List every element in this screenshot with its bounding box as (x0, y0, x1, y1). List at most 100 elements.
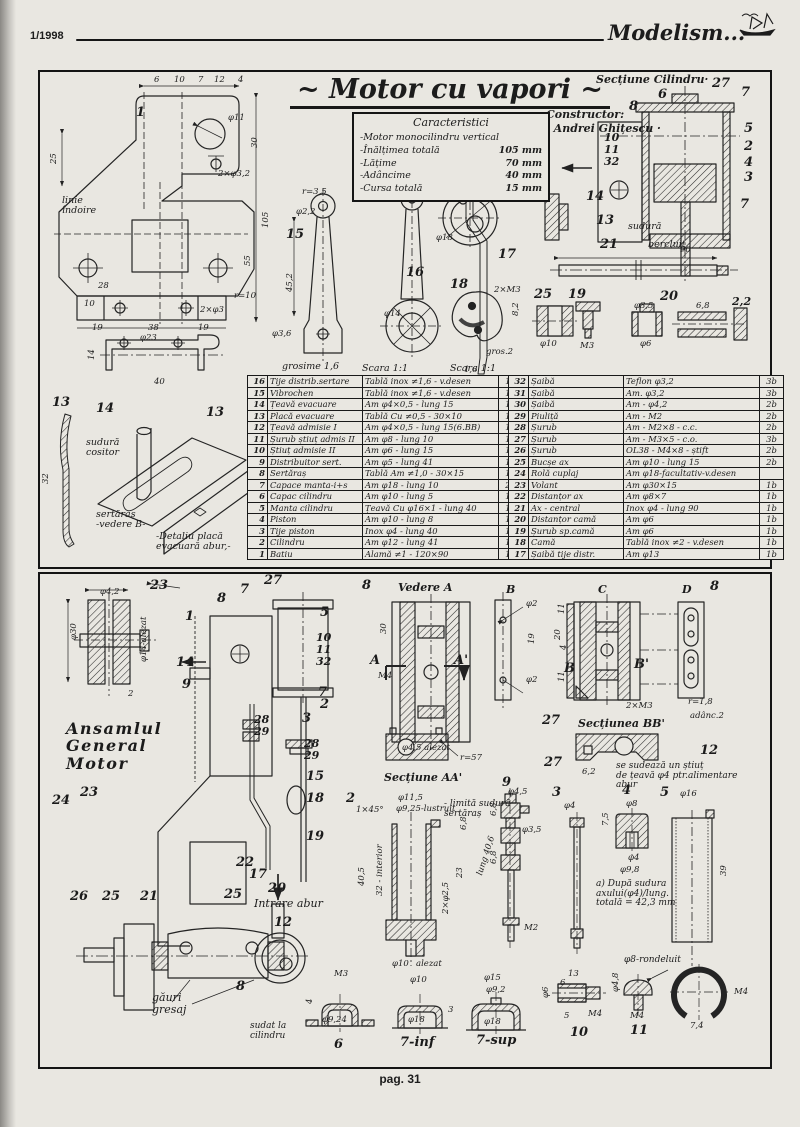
drawing-label: 40 (154, 377, 165, 387)
drawing-label: 90 (680, 245, 691, 255)
part7-sup-cap-drawing (466, 992, 526, 1034)
drawing-label: 14 (176, 655, 195, 670)
section-bb-drawing (575, 733, 659, 761)
drawing-label: 15 (286, 227, 305, 242)
drawing-label: 5 (564, 1011, 570, 1021)
drawing-label: r=10 (234, 291, 257, 301)
bottom-drawings-svg (65, 581, 728, 1034)
drawing-label: Scara 1:1 (450, 363, 497, 374)
drawing-label: Secțiunea BB' (578, 717, 665, 730)
drawing-label: 18 (306, 791, 325, 806)
drawing-label: 32 - interior (375, 844, 385, 896)
drawing-label: 45,2 (285, 273, 295, 292)
drawing-label: adânc.2 (690, 711, 724, 721)
drawing-label: 3 (448, 1005, 454, 1015)
drawing-label: 17 (498, 247, 517, 262)
drawing-label: φ11 (228, 113, 245, 123)
drawing-label: 24 (52, 793, 71, 808)
drawing-label: M4 (378, 671, 393, 681)
general-assembly-drawing (157, 592, 334, 984)
part21-axle-drawing (550, 255, 738, 280)
drawing-label: φ23 (140, 333, 157, 343)
part17-washer-drawing (438, 186, 569, 250)
drawing-label: M4 (588, 1009, 603, 1019)
drawing-label: φ16 (680, 789, 697, 799)
ship-doodle-icon (739, 12, 776, 36)
drawing-label: φ3,6 (272, 329, 292, 339)
drawing-label: 9 (182, 677, 192, 692)
drawing-label: 27 (542, 713, 561, 728)
part5-jacket-drawing (671, 809, 715, 966)
drawing-label: 27 (544, 755, 563, 770)
drawing-label: sudat la cilindru (250, 1021, 287, 1041)
drawing-label: 5 (744, 121, 754, 136)
drawing-label: 2×M3 (494, 285, 521, 295)
drawing-label: 6 (334, 1037, 344, 1052)
drawing-label: 14 (586, 189, 605, 204)
drawing-label: a) După sudura axului(φ4)/lung. totală =… (596, 879, 676, 909)
drawing-label: 7 (240, 582, 250, 597)
drawing-label: 2 (346, 791, 356, 806)
drawing-label: 2,2 (732, 295, 752, 308)
drawing-label: 19 (306, 829, 325, 844)
drawing-label: 2×φ3 (200, 305, 224, 315)
drawing-label: 3 (302, 711, 312, 726)
drawing-label: φ14 (384, 309, 401, 319)
drawing-label: 10 11 32 (316, 631, 332, 668)
drawing-label: 28 29 (304, 737, 320, 762)
small-parts-drawings (532, 301, 748, 341)
drawing-label: se sudează un știuț de țeavă φ4 ptr.alim… (616, 761, 738, 791)
drawing-label: 23 (150, 578, 169, 593)
section-b-bar-drawing (494, 592, 524, 708)
drawing-label: φ10 (392, 959, 409, 969)
drawing-label: 6 (560, 978, 566, 988)
cylinder-section-drawing (561, 86, 740, 282)
drawing-label: A' (454, 653, 469, 668)
part9-distributor-drawing (500, 788, 530, 948)
drawing-label: 2×M3 (626, 701, 653, 711)
drawing-label: 7-inf (400, 1035, 435, 1050)
drawing-label: alezat (416, 959, 442, 969)
drawing-label: φ4,8 (611, 972, 621, 992)
drawing-label: 11 (557, 603, 567, 614)
drawing-label: 1 (136, 105, 146, 120)
c-ring-drawing (670, 964, 728, 1020)
drawing-label: 13 (206, 405, 225, 420)
drawing-label: Secțiune Cilindru· (596, 73, 709, 86)
page-title: ~ Motor cu vapori ~ (290, 74, 610, 109)
part15-lever-drawing (291, 188, 343, 364)
part3-piston-rod-drawing (569, 812, 585, 954)
drawing-label: 30 (250, 137, 260, 148)
drawing-label: φ30 (69, 623, 79, 640)
drawing-label: r=3,5 (302, 187, 327, 197)
drawing-label: φ4 (628, 853, 640, 863)
drawing-label: φ10 (410, 975, 427, 985)
drawing-label: φ14-alezat (139, 616, 149, 662)
drawing-label: 40,5 (357, 867, 367, 886)
drawing-label: 10 (570, 1025, 589, 1040)
drawing-label: φ10 (540, 339, 557, 349)
characteristics-title: Caracteristici (413, 116, 489, 129)
drawing-label: 8 (236, 979, 246, 994)
drawing-label: 4 (744, 155, 754, 170)
drawing-label: 6 (658, 87, 668, 102)
drawing-label: grosime 1,6 (282, 361, 340, 372)
issue-number: 1/1998 (30, 30, 64, 42)
drawing-label: Intrare abur (254, 897, 323, 910)
drawing-label: bercluit (648, 239, 686, 250)
drawing-label: 19 (198, 323, 209, 333)
